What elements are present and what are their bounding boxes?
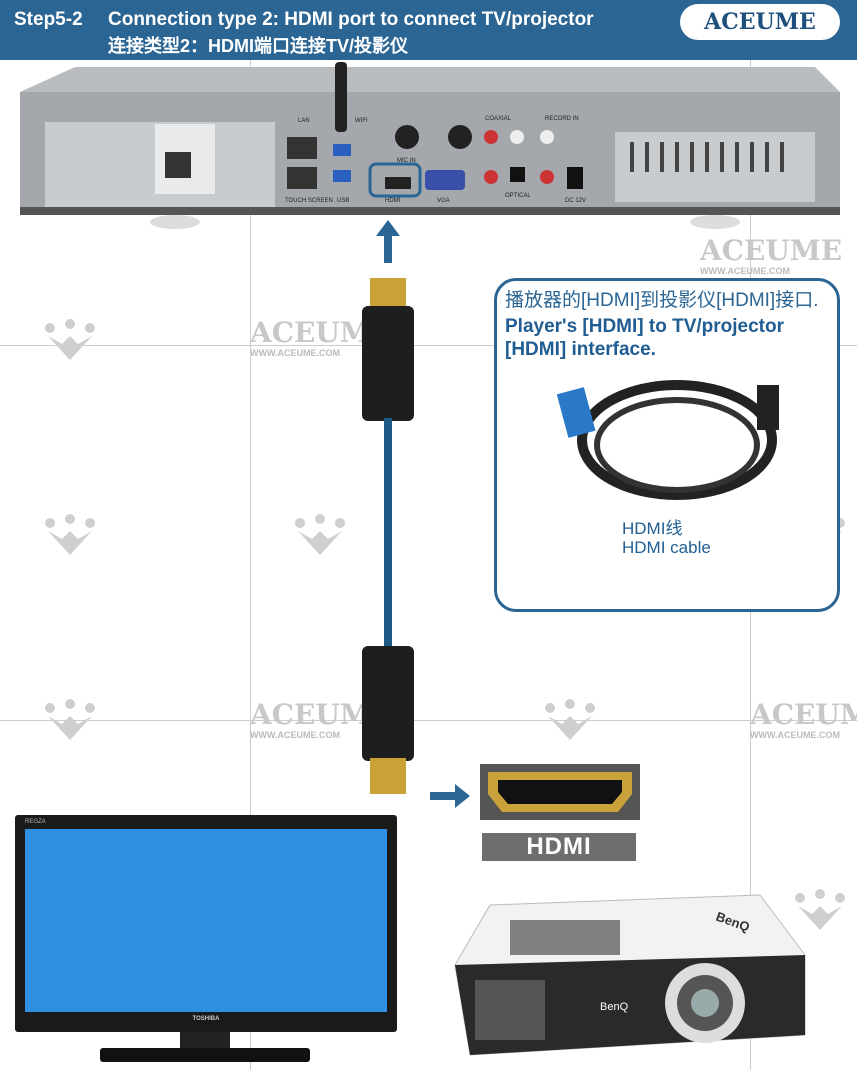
watermark-icon — [45, 319, 95, 360]
caption-chinese: HDMI线 — [622, 519, 683, 538]
tv: REGZA TOSHIBA — [15, 815, 397, 1032]
projector: BenQ BenQ — [454, 894, 806, 1056]
karaoke-player-rear-panel: LAN WIFI MIC IN COAXIAL RECORD IN TOUCH … — [20, 62, 840, 229]
title-english: Connection type 2: HDMI port to connect … — [108, 9, 594, 30]
hdmi-plug-tip — [370, 278, 406, 308]
grid-line — [0, 345, 857, 346]
port-label-hdmi: HDMI — [385, 198, 401, 204]
port-label-mic-in: MIC IN — [397, 158, 416, 164]
hdmi-cable-coil-image — [556, 380, 779, 500]
port-label-vga: VGA — [437, 198, 450, 204]
tv-stand-base — [100, 1048, 310, 1062]
hdmi-plug-top — [362, 306, 414, 421]
watermark-icon — [45, 699, 95, 740]
grid-line — [0, 720, 857, 721]
title-chinese: 连接类型2：HDMI端口连接TV/投影仪 — [108, 36, 409, 56]
port-label-coaxial: COAXIAL — [485, 116, 512, 122]
brand-logo: ACEUME — [680, 4, 840, 40]
port-label-lan: LAN — [298, 118, 310, 124]
hdmi-port-image — [480, 764, 640, 820]
cable-callout-box: 播放器的[HDMI]到投影仪[HDMI]接口. Player's [HDMI] … — [494, 278, 840, 612]
step-label: Step5-2 — [14, 9, 83, 30]
tv-brand-top: REGZA — [25, 819, 46, 825]
callout-text-english: Player's [HDMI] to TV/projector [HDMI] i… — [505, 316, 785, 360]
hdmi-plug-bottom — [362, 646, 414, 761]
port-label-optical: OPTICAL — [505, 193, 531, 199]
hdmi-cable — [362, 220, 470, 808]
watermark-icon — [295, 514, 345, 555]
callout-text-chinese: 播放器的[HDMI]到投影仪[HDMI]接口. — [505, 290, 819, 311]
header-banner: Step5-2 Connection type 2: HDMI port to … — [0, 0, 857, 60]
port-label-dc12v: DC 12V — [565, 198, 586, 204]
port-label-record-in: RECORD IN — [545, 116, 579, 122]
watermark-icon — [795, 889, 845, 930]
caption-english: HDMI cable — [622, 538, 711, 557]
arrow-right-icon — [430, 784, 470, 808]
watermark-icon — [545, 699, 595, 740]
hdmi-label: HDMI — [482, 833, 636, 861]
port-label-usb: USB — [337, 198, 349, 204]
hdmi-port-highlight — [368, 162, 422, 198]
arrow-up-icon — [376, 220, 400, 263]
port-label-touch-screen: TOUCH SCREEN — [285, 198, 333, 204]
tv-brand-bottom: TOSHIBA — [192, 1016, 220, 1022]
tv-screen — [25, 829, 387, 1012]
watermark-icon — [45, 514, 95, 555]
projector-brand: BenQ — [600, 1001, 629, 1013]
tv-stand-neck — [180, 1032, 230, 1050]
grid-line — [250, 60, 251, 1070]
port-label-wifi: WIFI — [355, 118, 368, 124]
